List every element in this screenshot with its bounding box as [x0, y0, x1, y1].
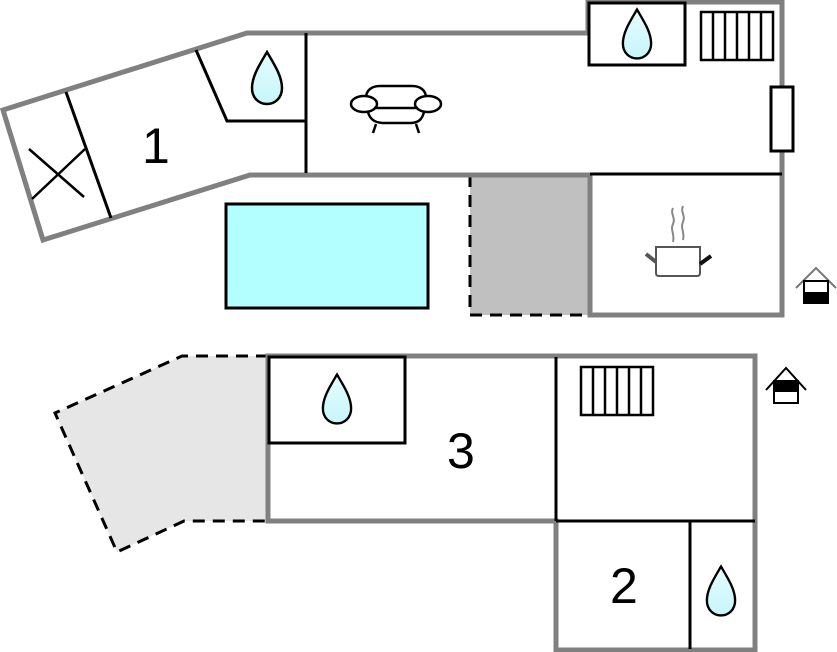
covered-terrace — [470, 175, 590, 315]
window-icon — [769, 85, 795, 153]
open-terrace-outline — [53, 354, 268, 554]
room-label-1: 1 — [142, 118, 170, 174]
interior-wall — [64, 91, 113, 219]
sofa-icon — [349, 84, 443, 134]
exterior-wall-lower — [265, 353, 758, 652]
interior-wall — [194, 49, 306, 123]
upper-floor: 1 — [0, 0, 837, 318]
shower-drop-icon — [705, 565, 737, 617]
bathroom-drop-icon — [250, 50, 284, 106]
exterior-wall-upper — [0, 0, 785, 318]
floor-level-upper-icon — [795, 266, 837, 304]
covered-terrace-outline — [468, 175, 610, 317]
radiator-icon — [579, 365, 655, 417]
floor-level-lower-icon — [765, 366, 807, 404]
bed-icon — [28, 148, 86, 200]
open-terrace — [55, 356, 268, 552]
lower-floor: 3 2 — [53, 353, 807, 652]
room-label-2: 2 — [610, 558, 638, 614]
bathroom-box — [267, 355, 407, 445]
kitchen-pot-icon — [644, 205, 713, 277]
radiator-icon — [699, 10, 775, 62]
room-label-3: 3 — [447, 423, 475, 479]
pool — [224, 202, 430, 310]
